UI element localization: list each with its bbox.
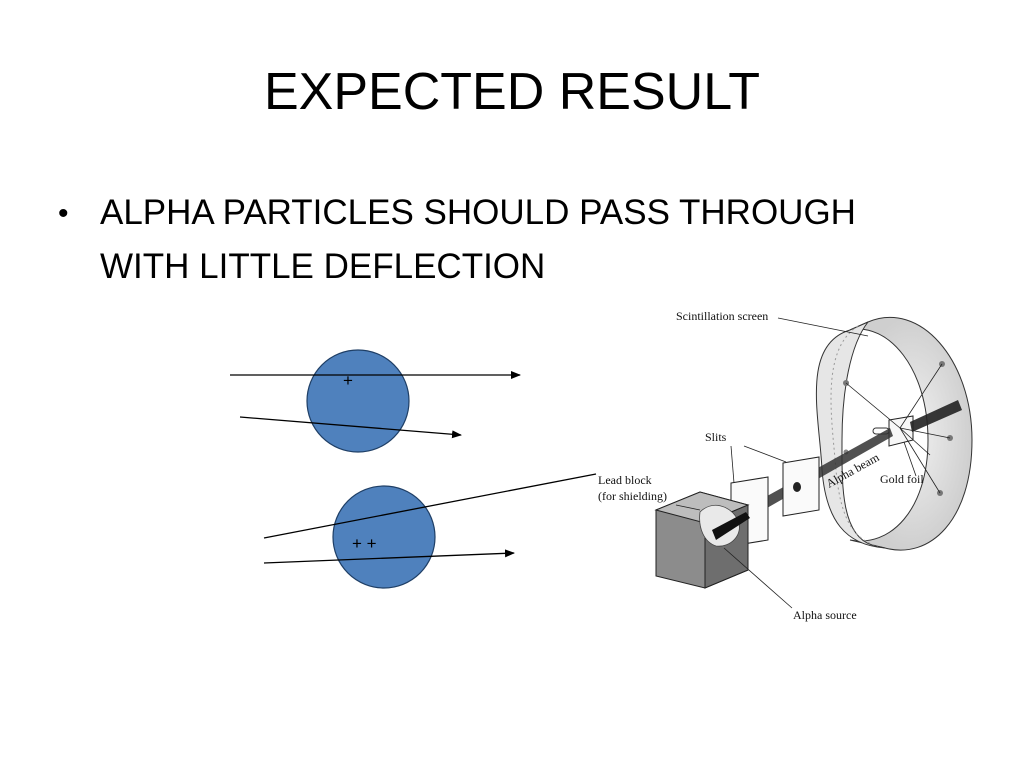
bullet-line-1: ALPHA PARTICLES SHOULD PASS THROUGH xyxy=(100,193,856,232)
alpha-path-4 xyxy=(263,549,515,564)
atom-model-diagram: + + + xyxy=(230,349,597,589)
label-lead-block: Lead block xyxy=(598,473,652,487)
label-alpha-source: Alpha source xyxy=(793,608,857,622)
slide-title: EXPECTED RESULT xyxy=(263,63,761,121)
label-scintillation-screen: Scintillation screen xyxy=(676,309,768,323)
atom-2-charge-label: + + xyxy=(352,534,377,553)
atom-circle-1 xyxy=(306,349,410,453)
rutherford-apparatus: Scintillation screen Slits Lead block (f… xyxy=(598,309,973,622)
bullet-item: • ALPHA PARTICLES SHOULD PASS THROUGH WI… xyxy=(58,192,958,294)
atom-circle-2 xyxy=(332,485,436,589)
lead-block xyxy=(654,491,750,589)
label-lead-block-shielding: (for shielding) xyxy=(598,489,667,503)
alpha-path-2 xyxy=(239,416,462,439)
label-slits: Slits xyxy=(705,430,727,444)
alpha-path-3 xyxy=(263,473,597,539)
bullet-line-2: WITH LITTLE DEFLECTION xyxy=(100,247,546,286)
label-leaders xyxy=(675,317,917,609)
bullet-text: ALPHA PARTICLES SHOULD PASS THROUGH WITH… xyxy=(100,186,856,294)
label-gold-foil: Gold foil xyxy=(880,472,924,486)
atom-1-charge-label: + xyxy=(343,371,353,390)
bullet-marker: • xyxy=(58,197,69,230)
bullet-list: • ALPHA PARTICLES SHOULD PASS THROUGH WI… xyxy=(58,192,958,294)
